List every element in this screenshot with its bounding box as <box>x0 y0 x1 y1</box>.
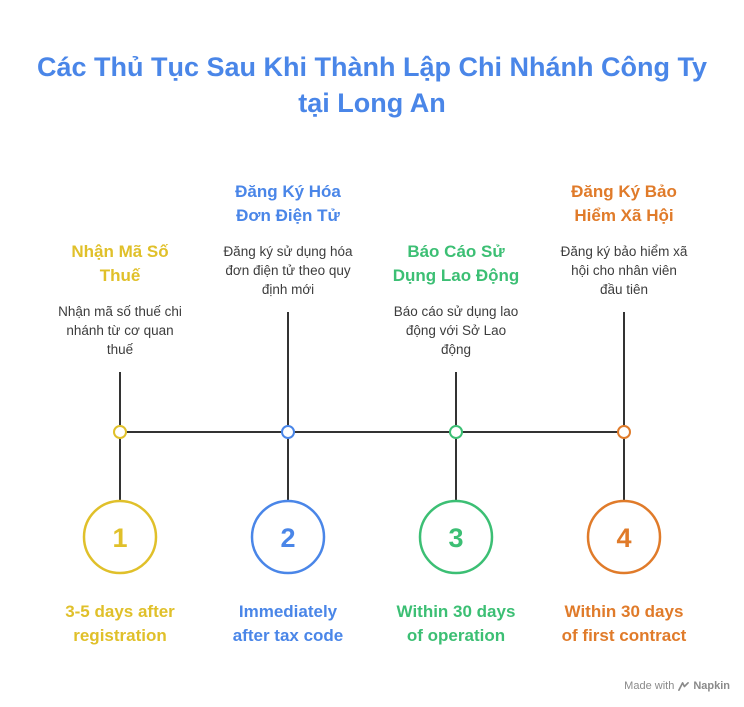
step-description-1-line-2: nhánh từ cơ quan <box>66 323 174 338</box>
step-description-2-line-3: định mới <box>261 282 315 297</box>
step-heading-1-line-1: Nhận Mã Số <box>71 242 169 261</box>
made-with-footer[interactable]: Made with Napkin <box>624 680 730 692</box>
step-description-4: Đăng ký bảo hiểm xã hội cho nhân viên đầ… <box>549 242 699 299</box>
number-circle-4 <box>586 499 662 575</box>
timeline-dot-2 <box>281 425 295 439</box>
step-number-1: 1 <box>112 523 127 553</box>
step-description-1: Nhận mã số thuế chi nhánh từ cơ quan thu… <box>45 302 195 359</box>
made-with-label: Made with <box>624 680 675 692</box>
step-description-3-line-3: động <box>440 342 472 357</box>
number-circle-3 <box>418 499 494 575</box>
napkin-logo-icon <box>678 681 690 691</box>
step-description-2-line-2: đơn điện tử theo quy <box>225 263 351 278</box>
step-number-3: 3 <box>448 523 463 553</box>
number-circle-1 <box>82 499 158 575</box>
napkin-brand: Napkin <box>693 680 730 692</box>
step-heading-3-line-2: Dụng Lao Động <box>392 266 520 285</box>
step-timing-1-line-2: registration <box>73 626 167 645</box>
step-timing-2-line-2: after tax code <box>232 626 344 645</box>
step-heading-3-line-1: Báo Cáo Sử <box>407 242 505 261</box>
timeline-dot-1 <box>113 425 127 439</box>
step-timing-2: Immediately after tax code <box>198 600 378 648</box>
step-heading-2-line-1: Đăng Ký Hóa <box>235 182 341 201</box>
step-timing-2-line-1: Immediately <box>238 602 338 621</box>
step-timing-4-line-1: Within 30 days <box>564 602 684 621</box>
step-timing-1: 3-5 days after registration <box>30 600 210 648</box>
timeline-dot-3 <box>449 425 463 439</box>
step-heading-3: Báo Cáo Sử Dụng Lao Động <box>366 240 546 288</box>
step-description-2: Đăng ký sử dụng hóa đơn điện tử theo quy… <box>213 242 363 299</box>
title-line-2: tại Long An <box>298 88 446 118</box>
timeline-dot-4 <box>617 425 631 439</box>
step-timing-3-line-2: of operation <box>406 626 506 645</box>
step-number-4: 4 <box>616 523 631 553</box>
title-line-1: Các Thủ Tục Sau Khi Thành Lập Chi Nhánh … <box>37 52 707 82</box>
step-heading-4: Đăng Ký Bảo Hiểm Xã Hội <box>534 180 714 228</box>
step-timing-1-line-1: 3-5 days after <box>65 602 175 621</box>
step-description-1-line-3: thuế <box>106 342 134 357</box>
step-description-3: Báo cáo sử dụng lao động với Sở Lao động <box>381 302 531 359</box>
step-description-2-line-1: Đăng ký sử dụng hóa <box>223 244 353 259</box>
step-heading-1-line-2: Thuế <box>99 266 141 285</box>
step-heading-1: Nhận Mã Số Thuế <box>30 240 210 288</box>
step-timing-3: Within 30 days of operation <box>366 600 546 648</box>
step-number-2: 2 <box>280 523 295 553</box>
step-timing-4-line-2: of first contract <box>561 626 687 645</box>
step-heading-2-line-2: Đơn Điện Tử <box>236 206 340 225</box>
step-heading-2: Đăng Ký Hóa Đơn Điện Tử <box>198 180 378 228</box>
step-timing-4: Within 30 days of first contract <box>534 600 714 648</box>
step-description-3-line-2: động với Sở Lao <box>405 323 507 338</box>
number-circle-2 <box>250 499 326 575</box>
step-description-4-line-3: đầu tiên <box>599 282 649 297</box>
step-description-4-line-2: hội cho nhân viên <box>571 263 677 278</box>
step-description-3-line-1: Báo cáo sử dụng lao <box>393 304 519 319</box>
step-description-1-line-1: Nhận mã số thuế chi <box>58 304 182 319</box>
step-description-4-line-1: Đăng ký bảo hiểm xã <box>560 244 688 259</box>
step-heading-4-line-1: Đăng Ký Bảo <box>571 182 677 201</box>
step-timing-3-line-1: Within 30 days <box>396 602 516 621</box>
page-title: Các Thủ Tục Sau Khi Thành Lập Chi Nhánh … <box>0 49 744 121</box>
step-heading-4-line-2: Hiểm Xã Hội <box>574 206 674 225</box>
